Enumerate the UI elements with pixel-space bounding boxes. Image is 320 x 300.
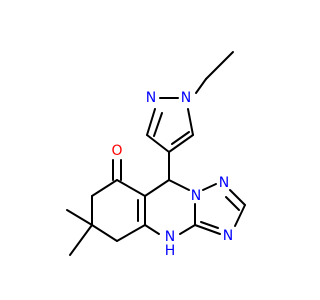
atom-pyrazole-n1: N <box>181 90 191 106</box>
bond-nh-c4a <box>144 224 160 235</box>
atom-triazole-n1: N <box>191 188 201 204</box>
bond-c6-c5 <box>91 224 118 242</box>
bond-methyl-a <box>66 209 93 226</box>
bond-pz-n2-c3-double <box>153 112 163 137</box>
bond-tz-n2-c3 <box>229 189 246 206</box>
bond-ethyl-ch2 <box>195 78 207 94</box>
atom-carbonyl-o: O <box>111 143 122 159</box>
atom-amine-h: H <box>165 243 176 259</box>
bond-tz-n4-c8b <box>194 224 221 235</box>
molecule-canvas: N N O N N N N H <box>66 51 246 259</box>
structure-diagram: N N O N N N N H <box>66 51 246 259</box>
atom-triazole-n2: N <box>219 175 229 191</box>
bond-c5-c4a <box>116 224 146 242</box>
bond-tz-c3-n4 <box>234 204 246 227</box>
atom-pyrazole-n2: N <box>146 90 156 106</box>
bond-tz-n1-n2 <box>202 183 217 191</box>
bond-pz-n2-c3 <box>146 108 156 136</box>
atom-amine-n: N <box>165 229 175 245</box>
bond-c8a-c8 <box>116 179 146 197</box>
atom-triazole-n4: N <box>223 228 233 244</box>
bond-pz-c3-c4 <box>146 134 170 153</box>
bond-methyl-b <box>69 224 93 256</box>
bond-tz-n4-c8b-double <box>200 221 219 229</box>
bond-c8-c7 <box>91 179 118 197</box>
bond-tz-n2-c3-double <box>225 196 240 211</box>
bond-c8b-nh <box>179 224 196 235</box>
bond-pz-c5-n1 <box>187 108 194 136</box>
bond-pz-c4-c5-double <box>171 131 190 145</box>
bond-ch-c8a <box>144 179 170 197</box>
bond-pz-c4-c5 <box>168 134 194 153</box>
bond-ethyl-ch3 <box>205 51 234 80</box>
bond-ch-n1 <box>168 179 190 191</box>
